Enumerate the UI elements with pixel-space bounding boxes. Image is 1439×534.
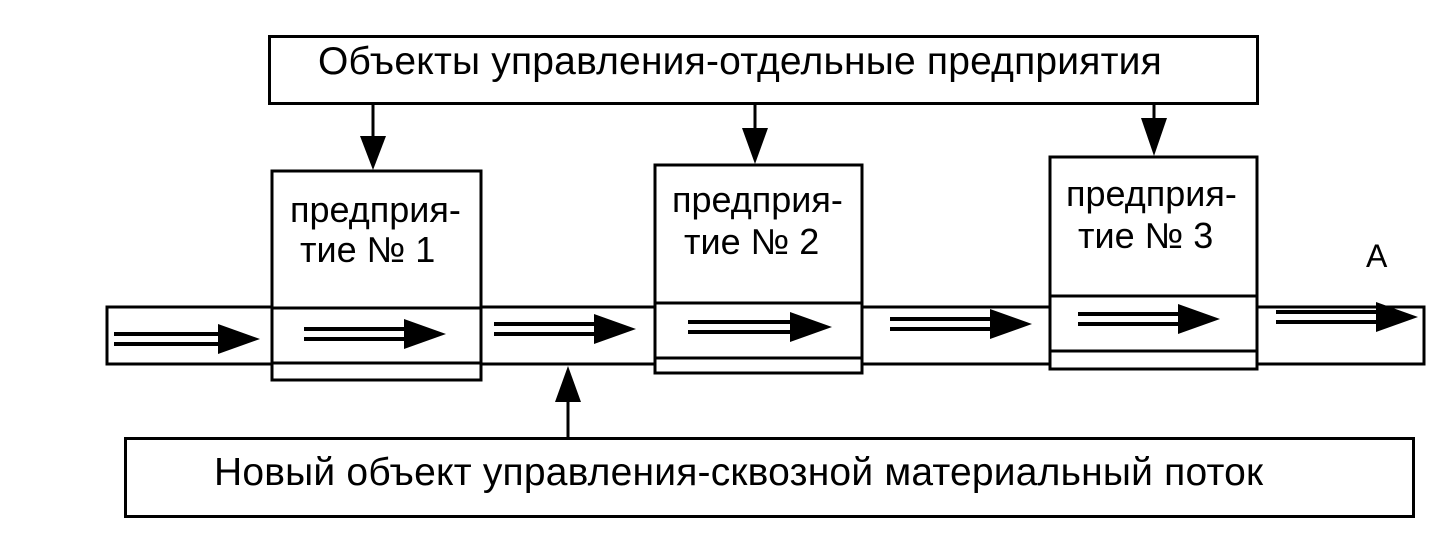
flow-arrow-6 <box>1078 304 1220 334</box>
flow-arrow-1 <box>114 324 260 354</box>
flow-arrow-4 <box>688 312 832 342</box>
flow-arrow-2 <box>304 319 446 349</box>
flow-end-label: А <box>1366 238 1388 274</box>
enterprise-3-label-line1: предприя- <box>1066 173 1237 214</box>
bottom-box <box>124 437 1415 518</box>
bottom-box-label: Новый объект управления-сквозной материа… <box>214 451 1264 494</box>
flow-arrow-7 <box>1276 302 1418 332</box>
enterprise-1-label-line1: предприя- <box>290 189 461 230</box>
enterprise-1-label-line2: тие № 1 <box>300 229 436 270</box>
enterprise-2-label-line1: предприя- <box>672 179 843 220</box>
flow-arrow-3 <box>494 314 636 344</box>
top-box-label: Объекты управления-отдельные предприятия <box>318 40 1162 83</box>
enterprise-3-label-line2: тие № 3 <box>1078 215 1214 256</box>
flow-arrow-5 <box>890 309 1032 339</box>
enterprise-box-2-frame <box>653 163 864 375</box>
arrow-up-to-flow <box>555 366 581 439</box>
enterprise-box-3-frame <box>1048 155 1259 371</box>
top-box <box>268 35 1259 105</box>
arrow-down-to-enterprise-1 <box>360 103 386 170</box>
arrow-down-to-enterprise-2 <box>742 100 768 164</box>
enterprise-2-label-line2: тие № 2 <box>684 221 820 262</box>
enterprise-box-1-frame <box>270 169 483 382</box>
